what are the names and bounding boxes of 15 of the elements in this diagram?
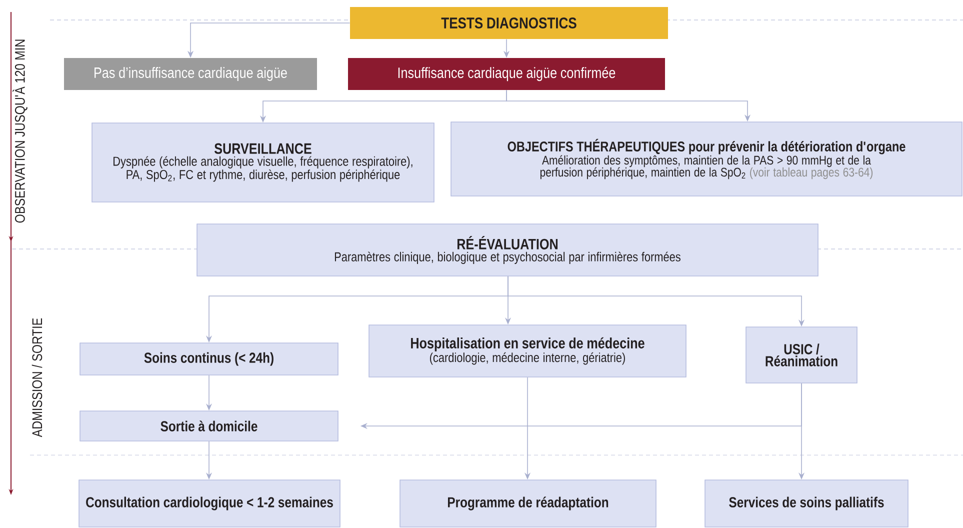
result-box: Insuffisance cardiaque aigüe confirmée bbox=[348, 58, 665, 90]
process-box: Soins continus (< 24h) bbox=[80, 342, 338, 376]
phase-label: ADMISSION / SORTIE bbox=[30, 316, 44, 438]
process-box: SURVEILLANCE Dyspnée (échelle analogique visuelle, fréquence respiratoire), PA, SpO$_{2}$, FC et rythme, diurèse, perfusion périphérique bbox=[92, 122, 434, 202]
process-box: Services de soins palliatifs bbox=[704, 480, 908, 528]
process-box: Hospitalisation en service de médecine (cardiologie, médecine interne, gériatrie) bbox=[368, 324, 686, 378]
process-box: Sortie à domicile bbox=[80, 410, 338, 442]
title-box: TESTS DIAGNOSTICS bbox=[350, 7, 668, 39]
result-box: Pas d’insuffisance cardiaque aigüe bbox=[64, 58, 317, 90]
process-box: Consultation cardiologique < 1-2 semaines bbox=[78, 480, 340, 528]
process-box: USIC / Réanimation bbox=[746, 326, 858, 384]
process-box: Programme de réadaptation bbox=[400, 480, 656, 528]
process-box: OBJECTIFS THÉRAPEUTIQUES pour prévenir la détérioration d'organe Amélioration des symptômes, maintien de la PAS > 90 mmHg et de la perfusion périphérique, maintien de la SpO$_{2}$ (voir tableau pages 63-64) bbox=[450, 122, 962, 196]
phase-label: OBSERVATION JUSQU'À 120 MIN bbox=[12, 38, 28, 224]
process-box: RÉ-ÉVALUATION Paramètres clinique, biologique et psychosocial par infirmières formées bbox=[196, 224, 818, 276]
